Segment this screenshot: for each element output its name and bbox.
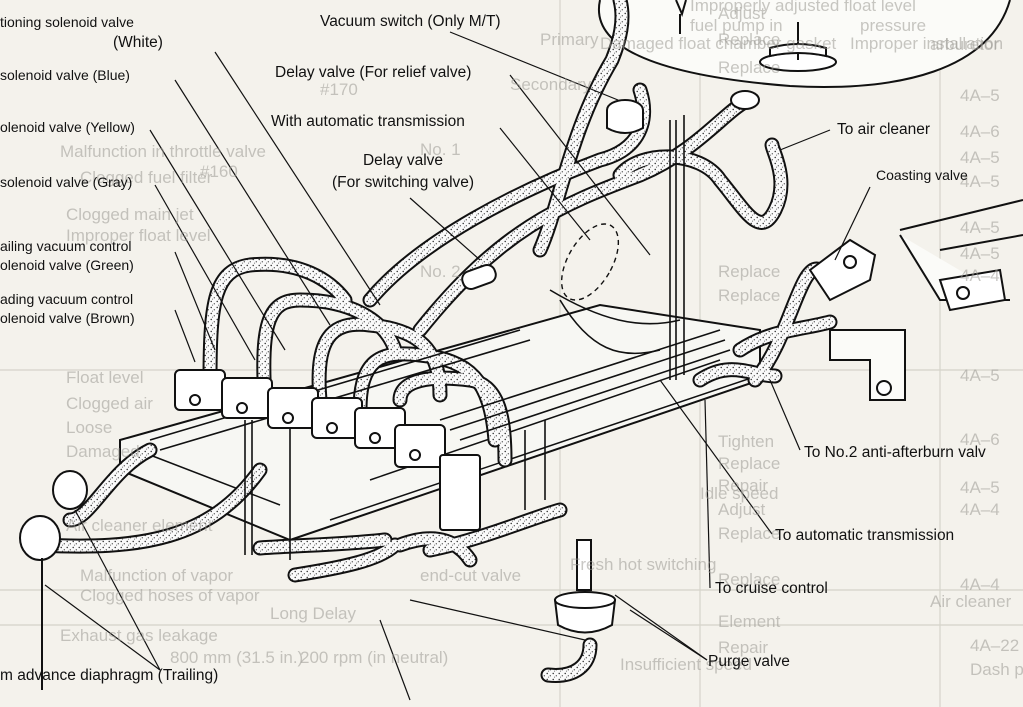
label-to-air-cleaner: To air cleaner (837, 121, 931, 138)
bg-text: 4A–5 (960, 172, 1000, 191)
bg-text: Replace (718, 454, 781, 473)
bg-text: Adjust (718, 500, 766, 519)
coasting-mount-bolt (956, 286, 970, 300)
bg-text: Fresh hot switching (570, 555, 717, 574)
bg-text: Repair (718, 638, 769, 657)
solenoid-valve-bank (174, 369, 481, 531)
label-leading-vacuum-control: ading vacuum control (0, 291, 134, 307)
air-cleaner-wingnut (759, 22, 837, 72)
bg-text: 4A–4 (960, 500, 1000, 519)
coasting-mount (938, 268, 1007, 312)
bg-text: 4A–6 (960, 122, 1000, 141)
coasting-valve (808, 238, 877, 302)
bg-text: 4A–4 (960, 575, 1000, 594)
label-coasting-valve: Coasting valve (876, 167, 968, 183)
bg-text: Float level (66, 368, 144, 387)
bg-text: Idle speed (700, 484, 779, 503)
bg-text: Adjust (718, 4, 766, 23)
dashed-callout (560, 223, 620, 301)
bg-text: Replace (718, 524, 781, 543)
label-delay-valve-switching: Delay valve (362, 152, 444, 169)
bg-text: Primary (540, 30, 599, 49)
label-solenoid-valve-yellow: olenoid valve (Yellow) (0, 119, 135, 135)
bg-text: 4A–22 (970, 636, 1020, 655)
bg-text: 4A–5 (960, 478, 1000, 497)
bg-text: end-cut valve (420, 566, 522, 585)
bg-text: 200 rpm (in neutral) (300, 648, 449, 667)
leader-lines (44, 31, 871, 701)
bg-text: Long Delay (270, 604, 357, 623)
bg-text: Clogged fuel filter (80, 168, 213, 187)
bg-text: Air cleaner element (66, 516, 213, 535)
bg-text: 4A–5 (960, 366, 1000, 385)
label-solenoid-valve-blue: solenoid valve (Blue) (0, 67, 130, 83)
bg-text: Insufficient speed (620, 655, 752, 674)
bg-text: Replace (718, 30, 781, 49)
bg-text: 4A–5 (960, 218, 1000, 237)
bg-text: arburetor (930, 35, 999, 54)
bg-text: 800 mm (31.5 in.) (170, 648, 304, 667)
bg-text: Replace (718, 286, 781, 305)
bg-text: Replace (718, 58, 781, 77)
label-to-cruise-control: To cruise control (715, 580, 828, 597)
bg-text: 4A–5 (960, 86, 1000, 105)
bg-text: Malfunction in throttle valve (60, 142, 266, 161)
label-with-automatic-transmission: With automatic transmission (271, 113, 465, 130)
label-conditioning-solenoid-color: (White) (113, 34, 163, 51)
bg-text: Repair (718, 476, 769, 495)
bg-text: Tighten (718, 432, 775, 451)
label-trailing-solenoid-green: olenoid valve (Green) (0, 257, 134, 273)
label-advance-diaphragm: m advance diaphragm (Trailing) (0, 667, 219, 684)
label-solenoid-valve-gray: solenoid valve (Gray) (0, 174, 133, 190)
label-conditioning-solenoid-valve: tioning solenoid valve (0, 14, 134, 30)
bg-text: Clogged main jet (66, 205, 194, 224)
bg-text: Improper installation (850, 34, 1004, 53)
bg-text: Improper float level (66, 226, 211, 245)
bg-text: 4A–5 (960, 244, 1000, 263)
bg-text: 4A–6 (960, 430, 1000, 449)
engine-bracket (829, 199, 1023, 401)
purge-valve (553, 539, 617, 634)
metal-pipes (149, 115, 731, 560)
label-delay-valve-switching-purpose: (For switching valve) (331, 174, 475, 191)
bracket-bolt (876, 380, 892, 396)
advance-diaphragm (19, 470, 88, 690)
bg-text: Damaged float chamber gasket (600, 34, 837, 53)
label-trailing-vacuum-control: ailing vacuum control (0, 238, 132, 254)
label-to-automatic-transmission: To automatic transmission (775, 527, 955, 544)
label-to-no2-anti-afterburn: To No.2 anti-afterburn valv (804, 444, 986, 461)
air-cleaner-sensor (675, 0, 687, 34)
bg-text: Damaged (66, 442, 140, 461)
bg-text: #160 (200, 162, 238, 181)
bg-text: No. 1 (420, 140, 461, 159)
bg-text: #170 (320, 80, 358, 99)
label-delay-valve-relief: Delay valve (For relief valve) (275, 64, 472, 81)
bg-text: Secondary (510, 75, 592, 94)
label-vacuum-switch: Vacuum switch (Only M/T) (320, 13, 501, 30)
delay-valve-switching (461, 263, 497, 291)
label-purge-valve: Purge valve (708, 653, 790, 670)
bg-text: Dash pot (970, 660, 1023, 679)
bg-text: pressure (860, 16, 927, 35)
bg-text: 4A–4 (960, 266, 1000, 285)
vacuum-switch (606, 99, 644, 134)
delay-valve-relief (730, 90, 760, 110)
label-leading-solenoid-brown: olenoid valve (Brown) (0, 310, 135, 326)
bg-text: Air cleaner (930, 592, 1012, 611)
bg-text: Clogged air (66, 394, 153, 413)
bg-text: 4A–5 (960, 148, 1000, 167)
bg-text: Clogged hoses of vapor (80, 586, 260, 605)
bg-text: fuel pump in (690, 16, 783, 35)
bg-text: Element (718, 612, 781, 631)
bg-text: Replace (718, 570, 781, 589)
bg-text: Exhaust gas leakage (60, 626, 218, 645)
bg-text: Malfunction of vapor (80, 566, 234, 585)
bg-text: Replace (718, 262, 781, 281)
bg-text: No. 2 (420, 262, 461, 281)
bg-text: Loose (66, 418, 113, 437)
bg-text: Improperly adjusted float level (690, 0, 916, 15)
